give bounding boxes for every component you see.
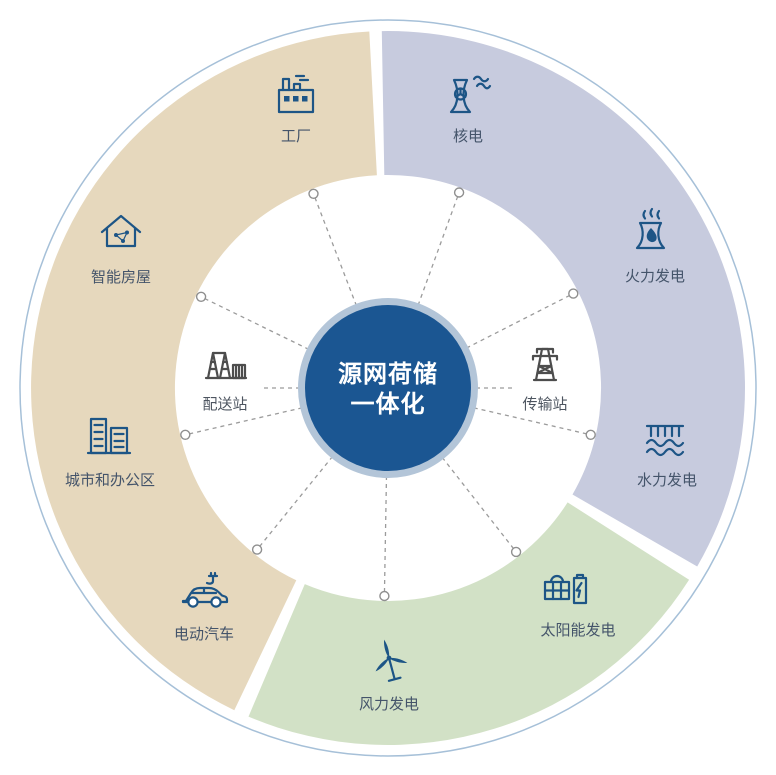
hydro-dam-icon <box>645 424 685 457</box>
item-label-solar: 太阳能发电 <box>540 622 615 639</box>
connector-node <box>453 187 465 198</box>
item-smart-house: 智能房屋 <box>91 214 151 286</box>
sector-load <box>31 31 377 711</box>
item-hydro-power: 水力发电 <box>637 424 697 489</box>
item-label-factory: 工厂 <box>281 128 311 145</box>
item-factory: 工厂 <box>277 74 315 145</box>
item-label-hydro: 水力发电 <box>637 472 697 489</box>
smart-home-icon <box>100 214 142 248</box>
item-electric-vehicle: 电动汽车 <box>174 571 234 643</box>
thermal-plant-icon <box>635 207 666 250</box>
item-label-transmission: 传输站 <box>522 396 567 413</box>
connector-node <box>379 590 390 602</box>
sector-generation <box>381 31 746 567</box>
connector-node <box>195 291 207 302</box>
city-buildings-icon <box>86 417 132 455</box>
connector-node <box>510 546 522 558</box>
transmission-tower-icon <box>531 347 559 382</box>
factory-icon <box>277 74 315 114</box>
connector-node <box>180 429 191 440</box>
item-wind-power: 风力发电 <box>359 639 419 713</box>
sector-ring <box>31 31 746 745</box>
item-transmission-station: 传输站 <box>522 347 568 413</box>
sector-renewable <box>248 502 690 745</box>
item-label-smart-house: 智能房屋 <box>91 268 151 286</box>
solar-panel-battery-icon <box>543 573 588 605</box>
center-title-line1: 源网荷储 <box>338 360 438 388</box>
connector-node <box>585 429 596 440</box>
item-label-ev: 电动汽车 <box>174 626 234 643</box>
outer-ring-outline <box>19 19 757 757</box>
item-label-thermal: 火力发电 <box>625 268 685 285</box>
center-title-line2: 一体化 <box>351 390 426 418</box>
connector-node <box>308 188 319 200</box>
wind-turbine-icon <box>375 639 408 682</box>
connector-node <box>251 544 263 555</box>
item-label-distribution: 配送站 <box>202 396 247 413</box>
item-nuclear-power: 核电 <box>449 75 492 145</box>
electric-car-icon <box>181 571 229 608</box>
item-label-wind: 风力发电 <box>359 696 419 713</box>
item-distribution-station: 配送站 <box>202 351 248 413</box>
center-circle <box>305 305 471 471</box>
item-thermal-power: 火力发电 <box>625 207 685 285</box>
item-city-office: 城市和办公区 <box>65 417 155 489</box>
connector-node <box>568 288 579 299</box>
distribution-station-icon <box>204 351 248 380</box>
item-solar-power: 太阳能发电 <box>540 573 616 639</box>
nuclear-plant-icon <box>449 75 492 114</box>
item-label-nuclear: 核电 <box>453 128 483 145</box>
center-hub: 源网荷储 一体化 <box>298 298 478 478</box>
item-label-city: 城市和办公区 <box>65 472 155 489</box>
